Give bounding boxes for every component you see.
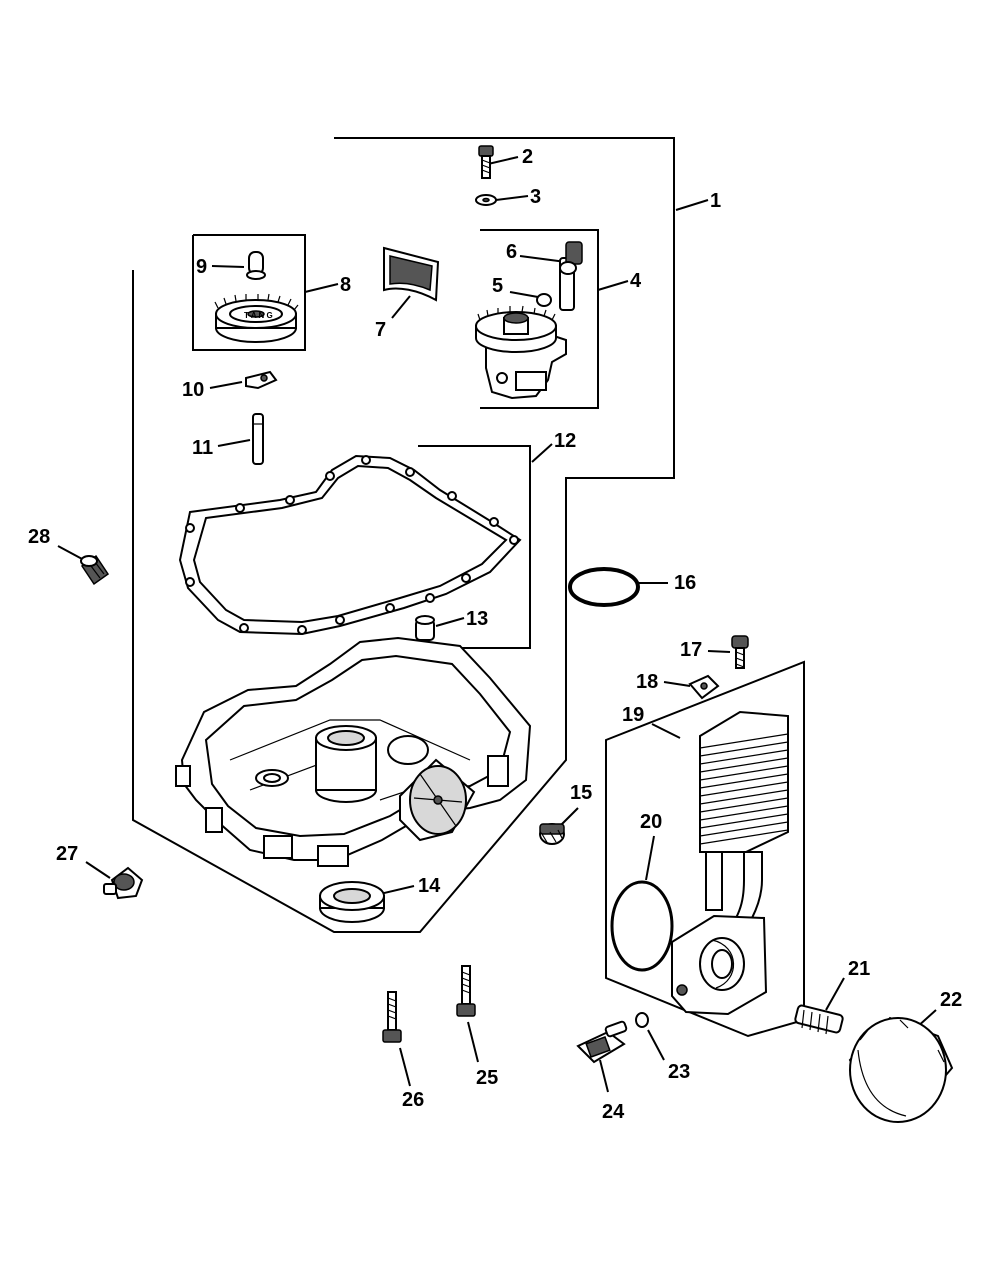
part-26-bolt <box>382 991 402 1043</box>
callout-13: 13 <box>466 608 488 630</box>
part-17-bolt <box>731 635 749 669</box>
callout-3: 3 <box>530 186 541 208</box>
part-22-oil-filter <box>848 1016 954 1123</box>
part-7-bearing <box>383 246 440 302</box>
part-11-shaft <box>252 413 264 465</box>
part-5-o-ring <box>536 293 552 307</box>
part-16-o-ring <box>568 567 640 607</box>
part-6-pickup-tube <box>559 241 583 311</box>
gear-marks: T A N G <box>244 311 273 320</box>
callout-21: 21 <box>848 958 870 980</box>
group-outlines <box>132 137 805 1038</box>
part-3-washer <box>475 194 497 206</box>
callout-6: 6 <box>506 241 517 263</box>
part-27-sensor <box>103 866 144 900</box>
callout-12: 12 <box>554 430 576 452</box>
callout-7: 7 <box>375 319 386 341</box>
callout-5: 5 <box>492 275 503 297</box>
crankcase-oil-pan <box>175 636 532 867</box>
outline-oil-cooler <box>605 660 805 1038</box>
callout-25: 25 <box>476 1067 498 1089</box>
part-20-o-ring <box>610 880 674 972</box>
part-18-nut <box>688 674 720 700</box>
part-14-seal <box>319 881 385 923</box>
part-2-bolt <box>478 145 494 179</box>
callout-26: 26 <box>402 1089 424 1111</box>
callout-23: 23 <box>668 1061 690 1083</box>
part-12-gasket <box>178 454 522 636</box>
callout-1: 1 <box>710 190 721 212</box>
callout-28: 28 <box>28 526 50 548</box>
callout-15: 15 <box>570 782 592 804</box>
callout-19: 19 <box>622 704 644 726</box>
callout-14: 14 <box>418 875 441 897</box>
part-21-nipple <box>794 1004 844 1035</box>
callout-18: 18 <box>636 671 658 693</box>
callout-22: 22 <box>940 989 962 1011</box>
callout-20: 20 <box>640 811 662 833</box>
part-9-pin <box>246 251 266 280</box>
callout-9: 9 <box>196 256 207 278</box>
part-28-plug <box>80 554 110 586</box>
callout-labels: 1 2 3 4 5 6 7 8 9 10 11 12 13 14 15 16 1… <box>28 146 962 1123</box>
callout-8: 8 <box>340 274 351 296</box>
part-24-sender <box>576 1020 628 1064</box>
outline-gear <box>192 234 306 351</box>
part-25-bolt <box>456 965 476 1017</box>
part-23-o-ring <box>635 1012 649 1028</box>
callout-4: 4 <box>630 270 642 292</box>
part-13-dowel <box>415 615 435 641</box>
callout-10: 10 <box>182 379 204 401</box>
callout-11: 11 <box>192 437 213 459</box>
outline-main <box>132 137 675 933</box>
part-15-fitting <box>539 823 565 845</box>
part-8-governor-gear: T A N G <box>214 293 299 343</box>
callout-17: 17 <box>680 639 702 661</box>
outline-gasket <box>418 445 531 649</box>
callout-27: 27 <box>56 843 78 865</box>
part-10-flyweight <box>245 370 278 390</box>
outline-oil-pump <box>480 229 599 409</box>
callout-24: 24 <box>602 1101 625 1123</box>
callout-16: 16 <box>674 572 696 594</box>
leader-lines <box>57 156 937 1093</box>
part-4-oil-pump <box>475 305 567 400</box>
callout-2: 2 <box>522 146 533 168</box>
part-19-oil-cooler <box>671 710 789 1016</box>
